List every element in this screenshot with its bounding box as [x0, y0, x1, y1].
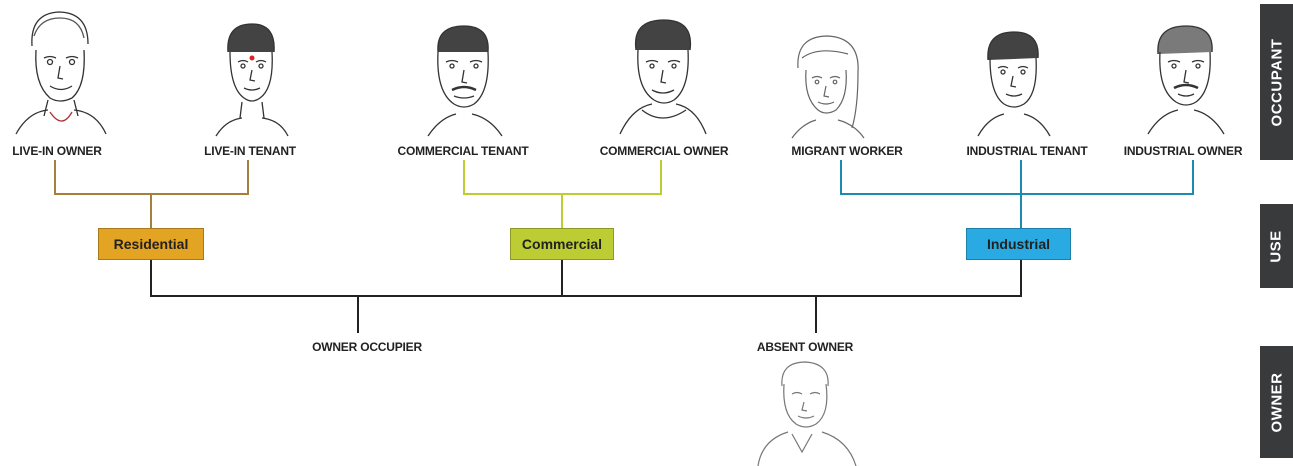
industrial-bracket	[840, 160, 1194, 228]
label-migrant-worker: MIGRANT WORKER	[791, 144, 903, 158]
portrait-industrial-tenant	[977, 31, 1051, 137]
side-tab-occupant-label: OCCUPANT	[1268, 38, 1286, 126]
portrait-migrant-worker	[791, 35, 865, 139]
owner-tree	[150, 260, 1022, 333]
portrait-live-in-owner	[15, 11, 107, 135]
label-industrial-tenant: INDUSTRIAL TENANT	[966, 144, 1088, 158]
portrait-absent-owner	[757, 361, 857, 466]
side-tab-use-label: USE	[1268, 229, 1285, 263]
portrait-industrial-owner	[1147, 25, 1225, 135]
portrait-commercial-tenant	[427, 25, 503, 137]
side-tab-occupant: OCCUPANT	[1260, 4, 1293, 160]
label-commercial-tenant: COMMERCIAL TENANT	[397, 144, 529, 158]
label-live-in-tenant: LIVE-IN TENANT	[204, 144, 296, 158]
label-live-in-owner: LIVE-IN OWNER	[12, 144, 102, 158]
use-box-residential: Residential	[98, 228, 204, 260]
use-box-industrial: Industrial	[966, 228, 1071, 260]
side-tab-owner-label: OWNER	[1268, 372, 1285, 432]
commercial-bracket	[463, 160, 662, 228]
label-absent-owner: ABSENT OWNER	[756, 340, 854, 354]
label-industrial-owner: INDUSTRIAL OWNER	[1123, 144, 1243, 158]
label-owner-occupier: OWNER OCCUPIER	[312, 340, 422, 354]
portrait-live-in-tenant	[215, 23, 289, 137]
use-box-commercial: Commercial	[510, 228, 614, 260]
label-commercial-owner: COMMERCIAL OWNER	[599, 144, 729, 158]
portrait-commercial-owner	[619, 19, 707, 135]
side-tab-use: USE	[1260, 204, 1293, 288]
residential-bracket	[54, 160, 249, 228]
side-tab-owner: OWNER	[1260, 346, 1293, 458]
